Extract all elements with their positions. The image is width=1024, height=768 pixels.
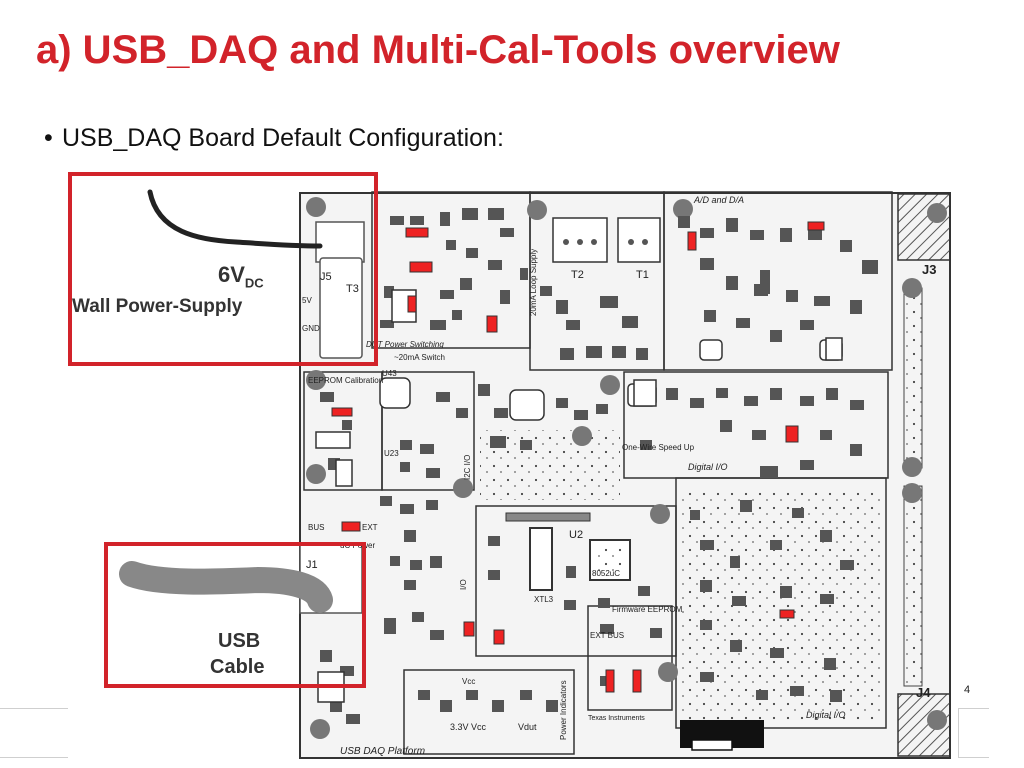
- svg-text:DUT Power Switching: DUT Power Switching: [366, 340, 444, 349]
- conn-t3-label: T3: [346, 283, 359, 295]
- svg-text:A/D and D/A: A/D and D/A: [693, 195, 744, 205]
- svg-text:Digital I/O: Digital I/O: [688, 462, 728, 472]
- svg-text:EXT: EXT: [362, 523, 378, 532]
- jumper-4: [486, 315, 498, 333]
- conn-t2-label: T2: [571, 269, 584, 281]
- conn-j4-label: J4: [916, 685, 931, 700]
- usb-label-line1: USB: [218, 630, 261, 652]
- footer-divider-bottom: [0, 757, 68, 758]
- jumper-1: [405, 227, 429, 238]
- conn-j5-label: J5: [320, 271, 332, 283]
- jumper-12: [605, 669, 615, 693]
- jumper-9: [341, 521, 361, 532]
- power-voltage-label: 6VDC: [218, 262, 264, 291]
- conn-t1-label: T1: [636, 269, 649, 281]
- svg-text:Power Indicators: Power Indicators: [559, 680, 568, 740]
- svg-text:One-Wire Speed Up: One-Wire Speed Up: [622, 443, 695, 452]
- usb-cable: [119, 561, 333, 613]
- jumper-7: [331, 407, 353, 417]
- usb-callout-box: [104, 542, 366, 688]
- svg-text:8052uC: 8052uC: [592, 569, 620, 578]
- jumper-2: [409, 261, 433, 273]
- svg-text:5V: 5V: [302, 296, 312, 305]
- jumper-8: [785, 425, 799, 443]
- jumper-5: [687, 231, 697, 251]
- svg-text:BUS: BUS: [308, 523, 324, 532]
- svg-text:Digital I/O: Digital I/O: [806, 710, 846, 720]
- jumper-11: [493, 629, 505, 645]
- svg-text:Firmware EEPROM: Firmware EEPROM: [612, 605, 683, 614]
- svg-text:3.3V Vcc: 3.3V Vcc: [450, 722, 487, 732]
- svg-text:EEPROM Calibration: EEPROM Calibration: [308, 376, 383, 385]
- bullet-dot: •: [44, 124, 53, 152]
- svg-text:XTL3: XTL3: [534, 595, 554, 604]
- jumper-14: [779, 609, 795, 619]
- jumper-3: [407, 295, 417, 313]
- footer-frame: [958, 708, 989, 758]
- svg-text:U43: U43: [382, 369, 397, 378]
- jumper-6: [807, 221, 825, 231]
- svg-text:Vcc: Vcc: [462, 677, 475, 686]
- footer-divider-left: [0, 708, 68, 709]
- chip-u2-label: U2: [569, 529, 583, 541]
- power-cable: [147, 189, 323, 249]
- svg-text:Texas Instruments: Texas Instruments: [588, 715, 645, 722]
- conn-j3-label: J3: [922, 262, 936, 277]
- power-supply-label: Wall Power-Supply: [72, 296, 243, 317]
- svg-text:20mA Loop Supply: 20mA Loop Supply: [529, 249, 538, 316]
- bullet-item: • USB_DAQ Board Default Configuration:: [44, 124, 504, 153]
- slide-title: a) USB_DAQ and Multi-Cal-Tools overview: [36, 28, 840, 72]
- jumper-10: [463, 621, 475, 637]
- svg-text:I2C I/O: I2C I/O: [463, 455, 472, 480]
- conn-j1-label: J1: [306, 559, 318, 571]
- svg-text:~20mA Switch: ~20mA Switch: [394, 353, 445, 362]
- svg-text:Vdut: Vdut: [518, 722, 537, 732]
- page-number: 4: [964, 684, 971, 696]
- bullet-text: USB_DAQ Board Default Configuration:: [62, 124, 504, 152]
- svg-text:GND: GND: [302, 324, 320, 333]
- svg-text:EXT BUS: EXT BUS: [590, 631, 624, 640]
- power-callout-box: [68, 172, 378, 366]
- jumper-13: [632, 669, 642, 693]
- svg-text:U23: U23: [384, 449, 399, 458]
- platform-label: USB DAQ Platform: [340, 746, 425, 757]
- svg-text:I/O: I/O: [459, 579, 468, 590]
- usb-label-line2: Cable: [210, 656, 265, 678]
